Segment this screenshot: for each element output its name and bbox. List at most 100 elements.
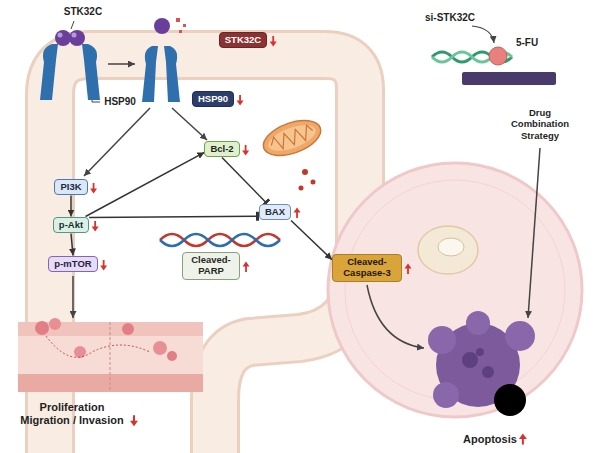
drug-molecule (489, 47, 507, 65)
hsp90-monomer (40, 44, 58, 100)
nuclear-fragment (482, 366, 494, 378)
colon-wall (50, 55, 360, 453)
protein-box: Cleaved-PARP (182, 252, 240, 280)
mito-inner (265, 120, 319, 156)
outcome-label: Apoptosis (463, 433, 517, 446)
strategy-label: Drug Combination Strategy (507, 107, 573, 141)
leader-line (71, 21, 74, 29)
decrease-arrow (130, 415, 138, 426)
inhibition-connector (222, 157, 267, 203)
leader-line (92, 100, 100, 102)
dna-strand (160, 234, 280, 246)
mitochondrion (259, 114, 326, 163)
node-text: PI3K (60, 182, 81, 193)
arrow-connector (86, 152, 205, 216)
protein-box: p-mTOR (48, 256, 97, 273)
pointer-arrow (367, 285, 424, 348)
cell-nucleus (438, 238, 464, 256)
node-text: BAX (265, 207, 285, 218)
protein-box: Cleaved-Caspase-3 (332, 254, 402, 282)
degradation-fragment (179, 30, 182, 33)
migration-path (46, 336, 150, 357)
nuclear-fragment (476, 348, 484, 356)
apoptotic-bleb (505, 321, 535, 351)
protein-box: STK32C (219, 32, 267, 49)
node-text: Cleaved-PARP (188, 255, 234, 277)
node-text: STK32C (225, 35, 261, 46)
tissue-layer (18, 322, 203, 392)
decrease-arrow (237, 95, 244, 106)
decrease-arrow (270, 36, 277, 47)
decrease-arrow (92, 221, 99, 232)
pointer-arrow (84, 108, 150, 176)
dna-strand (160, 234, 280, 246)
node-text: HSP90 (198, 94, 228, 105)
node-text: p-Akt (59, 220, 83, 231)
tumor-cell (35, 321, 49, 335)
protein-box: p-Akt (53, 217, 89, 234)
protein-box: PI3K (54, 179, 87, 196)
hsp90-monomer (142, 46, 158, 102)
stk32c-ball (69, 30, 85, 46)
apoptotic-bleb (428, 326, 456, 354)
protein-label: HSP90 (104, 96, 136, 108)
tissue-strip (18, 318, 203, 392)
outcome-label: Proliferation Migration / Invasion (16, 401, 128, 427)
drug-label: 5-FU (516, 37, 538, 49)
arrow-connector (71, 233, 73, 255)
increase-arrow (243, 262, 250, 273)
node-text: p-mTOR (54, 259, 91, 270)
degradation-fragment (176, 18, 180, 22)
apoptotic-bleb (494, 384, 526, 416)
apoptotic-bleb (466, 311, 490, 335)
tumor-cell (167, 351, 177, 361)
tumor-cell (153, 341, 167, 355)
apoptotic-cell (428, 311, 535, 416)
degradation-fragment (183, 24, 186, 27)
colon-lumen (50, 55, 360, 453)
mito-cristae (269, 124, 315, 152)
tumor-cell (74, 346, 86, 358)
cytochrome-drop (299, 186, 304, 191)
hsp90-monomer (164, 46, 180, 102)
cytochrome-drop (311, 180, 316, 185)
protein-label: STK32C (64, 6, 102, 18)
pointer-arrow (172, 108, 207, 140)
increase-arrow (294, 207, 301, 218)
pointer-arrow (472, 26, 494, 43)
nuclear-fragment (462, 352, 478, 368)
cytochrome-drop (302, 169, 308, 175)
increase-arrow (405, 264, 412, 275)
decrease-arrow (90, 183, 97, 194)
stk32c-ball (154, 18, 170, 34)
node-text: Bcl-2 (210, 144, 233, 155)
apoptotic-bleb (433, 382, 459, 408)
protein-box: Bcl-2 (204, 141, 239, 158)
pointer-arrow (528, 148, 540, 318)
mito-outer (259, 114, 326, 163)
magnifier-circle (328, 163, 582, 417)
hsp90-dissociated (142, 18, 186, 102)
hsp90-monomer (82, 44, 100, 100)
tumor-cell (122, 323, 134, 335)
cell-body (418, 226, 478, 274)
pointer-arrow (108, 63, 135, 65)
increase-arrow (519, 434, 527, 445)
node-text: Cleaved-Caspase-3 (338, 257, 396, 279)
decrease-arrow (242, 145, 249, 156)
pointer-arrow (72, 276, 74, 318)
decrease-arrow (100, 260, 107, 271)
tissue-divider (110, 322, 111, 392)
protein-box: HSP90 (192, 91, 234, 108)
drug-platform (462, 72, 556, 85)
highlight (72, 33, 77, 38)
arrow-connector (70, 195, 72, 216)
tumor-cell (49, 318, 61, 330)
arrow-connector (291, 220, 332, 259)
drug-label: si-STK32C (425, 12, 475, 24)
highlight (58, 33, 63, 38)
stk32c-ball (55, 30, 71, 46)
